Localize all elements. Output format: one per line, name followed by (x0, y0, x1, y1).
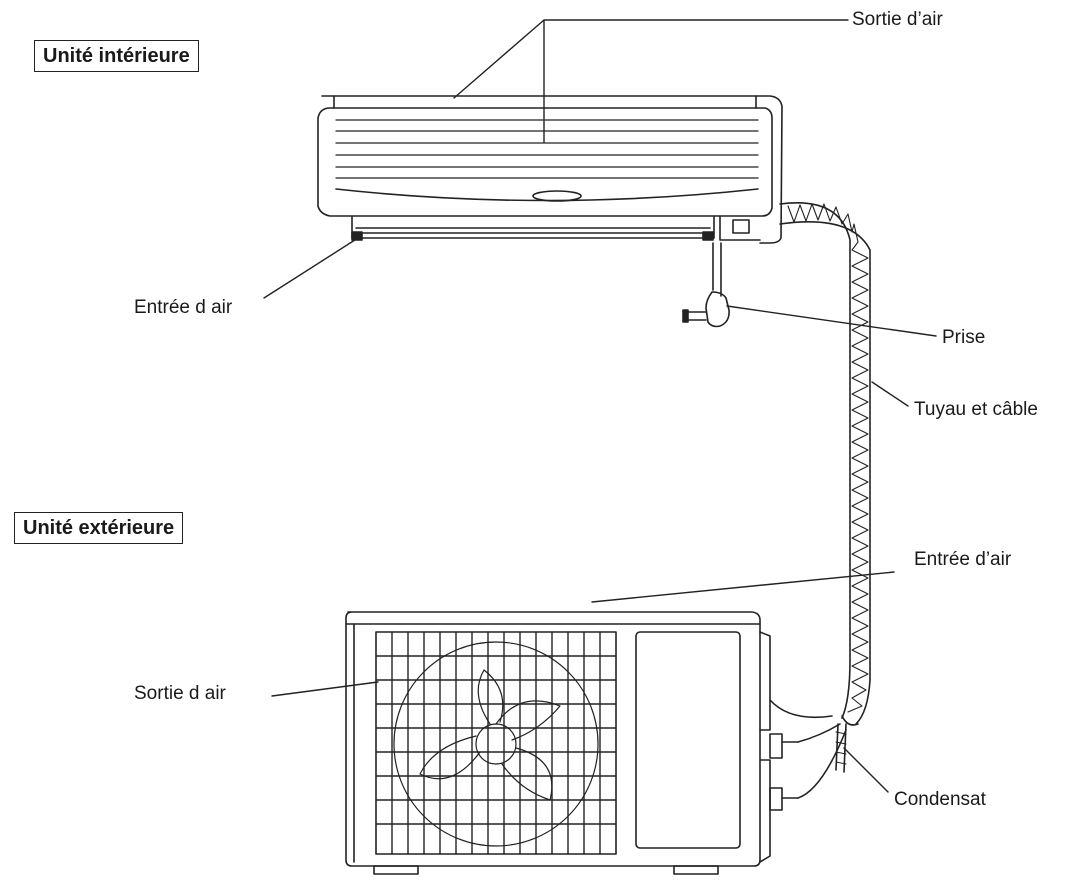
callout-lines (263, 19, 937, 793)
leader-plug (726, 305, 937, 337)
indoor-unit-title: Unité intérieure (34, 40, 199, 72)
outdoor-air-inlet-label: Entrée d’air (914, 549, 1012, 570)
outdoor-unit-drawing (345, 611, 847, 875)
leader-condensate (843, 747, 889, 793)
indoor-unit-drawing (317, 95, 783, 328)
condensate-label: Condensat (894, 789, 986, 810)
leader-pipe-and-cable (871, 381, 909, 407)
leader-indoor-air-inlet (263, 237, 359, 299)
indoor-air-inlet-label: Entrée d air (134, 297, 233, 318)
pipe-and-cable-label: Tuyau et câble (914, 399, 1038, 420)
outdoor-air-outlet-label: Sortie d air (134, 683, 226, 704)
outdoor-unit-title: Unité extérieure (14, 512, 184, 544)
leader-outdoor-air-outlet (271, 681, 379, 697)
indoor-air-outlet-label: Sortie d’air (852, 9, 943, 30)
leader-indoor-air-outlet (453, 19, 849, 143)
plug-label: Prise (942, 327, 986, 348)
pipe-and-cable-drawing (779, 202, 871, 773)
leader-outdoor-air-inlet (591, 571, 895, 603)
